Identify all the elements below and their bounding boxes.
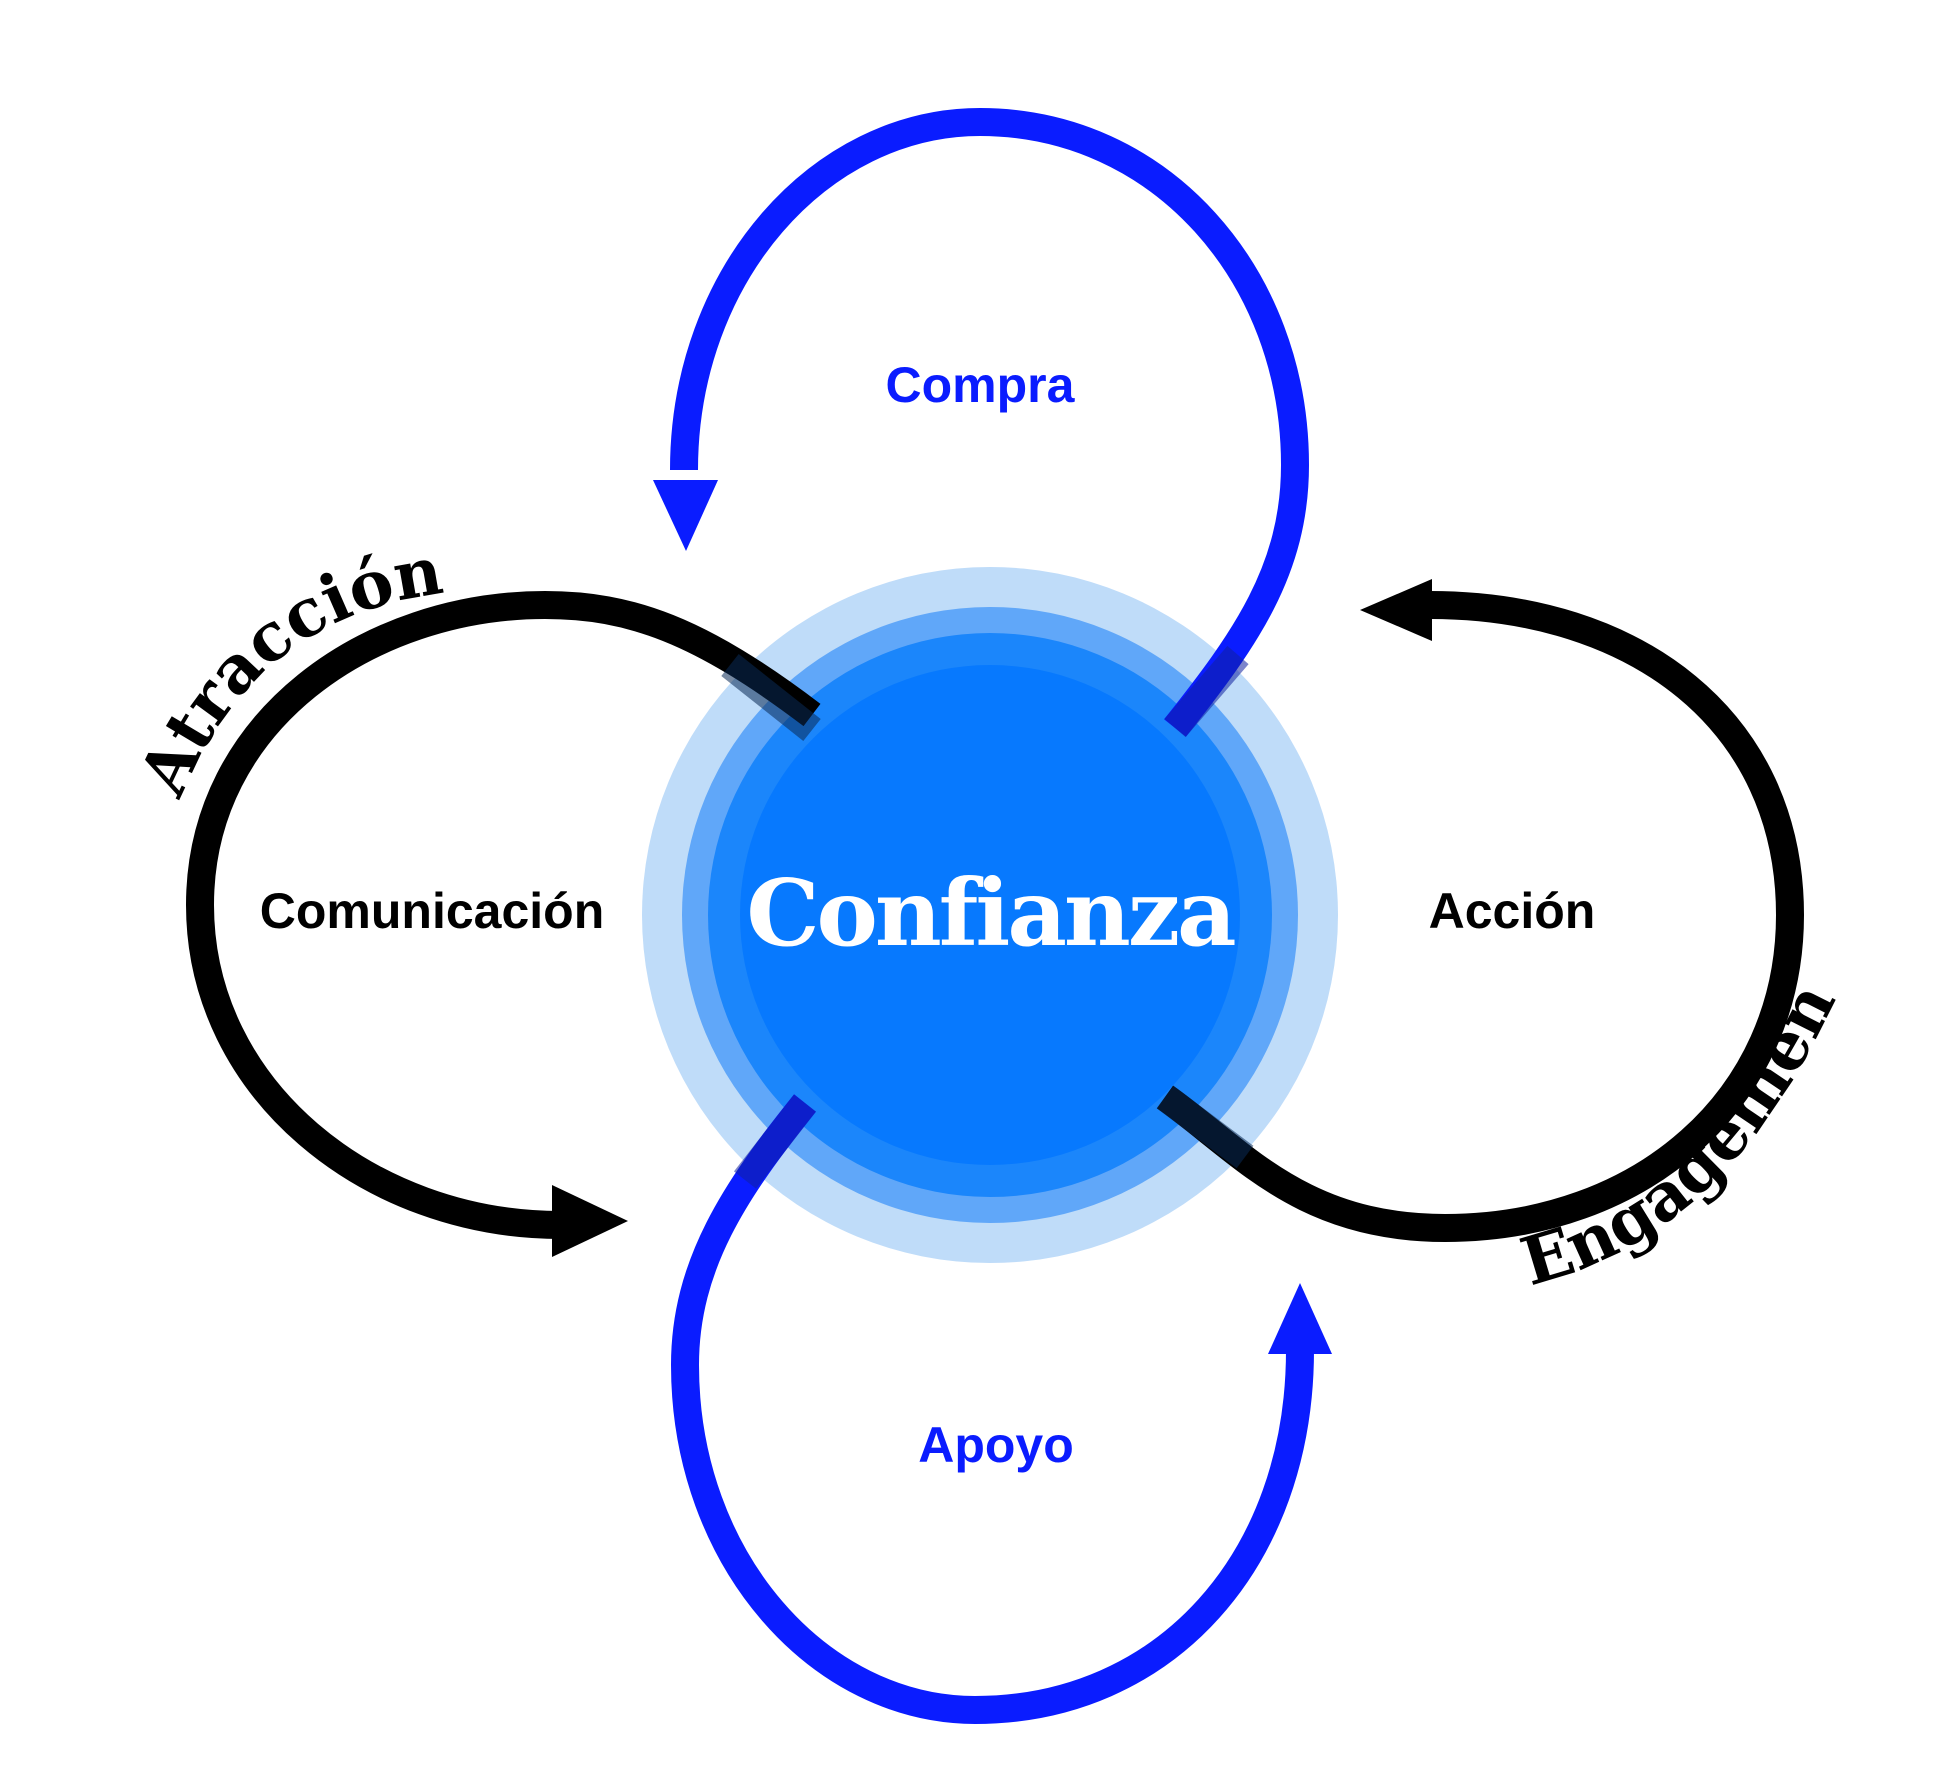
center-label: Confianza	[746, 859, 1235, 967]
label-apoyo: Apoyo	[918, 1417, 1074, 1473]
crossing-lower-left	[733, 1094, 817, 1189]
center-rings	[642, 567, 1338, 1263]
crossing-lower-right	[1156, 1085, 1254, 1169]
loop-apoyo	[670, 1094, 1332, 1725]
loop-accion-path	[1156, 591, 1805, 1243]
label-atraccion-text: Atracción	[123, 531, 448, 807]
loop-compra-path	[670, 107, 1310, 737]
core-circle	[740, 665, 1240, 1165]
loop-accion	[1156, 579, 1805, 1243]
label-accion: Acción	[1429, 883, 1596, 939]
arrowhead-comunicacion	[552, 1185, 628, 1257]
loop-comunicacion-path	[185, 590, 821, 1239]
loop-compra	[653, 107, 1310, 737]
crossing-upper-right	[1164, 645, 1249, 738]
loop-apoyo-path	[670, 1094, 1314, 1725]
crossing-upper-left	[721, 654, 821, 741]
loop-crossings	[721, 645, 1254, 1189]
arrowhead-accion	[1360, 579, 1432, 641]
arrowhead-apoyo	[1268, 1283, 1332, 1354]
label-comunicacion: Comunicación	[260, 883, 604, 939]
arrowhead-compra	[653, 480, 718, 551]
loop-comunicacion	[185, 590, 821, 1257]
label-compra: Compra	[886, 357, 1076, 413]
label-atraccion: Atracción	[123, 531, 448, 807]
